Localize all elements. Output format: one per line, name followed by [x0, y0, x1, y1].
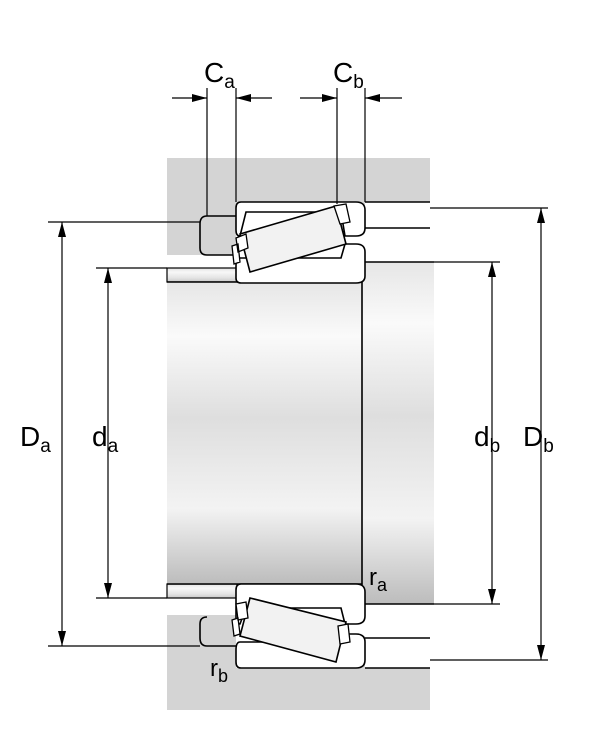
- da-inner-arrowhead-top: [104, 268, 112, 283]
- shaft-stub-left-lower: [166, 583, 238, 599]
- label-cb: Cb: [333, 57, 364, 93]
- label-ra: ra: [369, 564, 388, 595]
- db-arrowhead-bottom: [488, 589, 496, 604]
- db-arrowhead-top: [488, 262, 496, 277]
- bearing-lower-cage: [231, 601, 351, 645]
- arrowheads: [58, 94, 545, 660]
- housing-upper: [167, 158, 430, 255]
- ca-arrowhead-left: [192, 94, 207, 102]
- housing-shoulder-upper-outline: [199, 215, 236, 256]
- da-outer-arrowhead-bottom: [58, 631, 66, 646]
- cb-arrowhead-right: [365, 94, 380, 102]
- label-ca: Ca: [204, 57, 235, 93]
- da-outer-extension-lines: [48, 221, 200, 647]
- shaft-stub-left-upper: [166, 267, 238, 283]
- dimension-labels: Ca Cb Da da db Db ra rb: [20, 57, 554, 686]
- shaft-step: [362, 262, 434, 604]
- shaft-body: [167, 282, 362, 584]
- ca-arrowhead-right: [236, 94, 251, 102]
- label-da-outer: Da: [20, 421, 51, 457]
- da-inner-arrowhead-bottom: [104, 583, 112, 598]
- label-db-outer: Db: [523, 421, 554, 457]
- housing-lower: [167, 615, 430, 710]
- label-rb: rb: [210, 655, 228, 686]
- shaft: [166, 261, 434, 605]
- ca-extension-lines: [206, 88, 237, 216]
- db-outer-arrowhead-bottom: [537, 645, 545, 660]
- housing-right-upper-slot: [365, 202, 430, 228]
- db-outer-arrowhead-top: [537, 208, 545, 223]
- housing-right-lower-outline: [365, 637, 430, 669]
- housing-right-upper-outline: [365, 201, 430, 229]
- db-outer-extension-lines: [430, 207, 548, 661]
- da-outer-arrowhead-top: [58, 222, 66, 237]
- bearing-lower-inner-ring: [235, 583, 366, 625]
- housing-right-lower-slot: [365, 638, 430, 668]
- housing-shoulder-lower-outline: [199, 616, 236, 647]
- bearing-upper-cage: [231, 203, 351, 265]
- db-extension-lines: [434, 261, 500, 605]
- cb-arrowhead-left: [322, 94, 337, 102]
- bearing-upper-roller: [239, 205, 347, 273]
- housing: [167, 158, 430, 710]
- label-db-inner: db: [474, 421, 500, 457]
- cb-extension-lines: [336, 88, 366, 204]
- bearing-lower-roller: [239, 597, 347, 663]
- label-da-inner: da: [92, 421, 119, 457]
- bearing-lower: [231, 583, 366, 669]
- bearing-upper: [231, 201, 366, 284]
